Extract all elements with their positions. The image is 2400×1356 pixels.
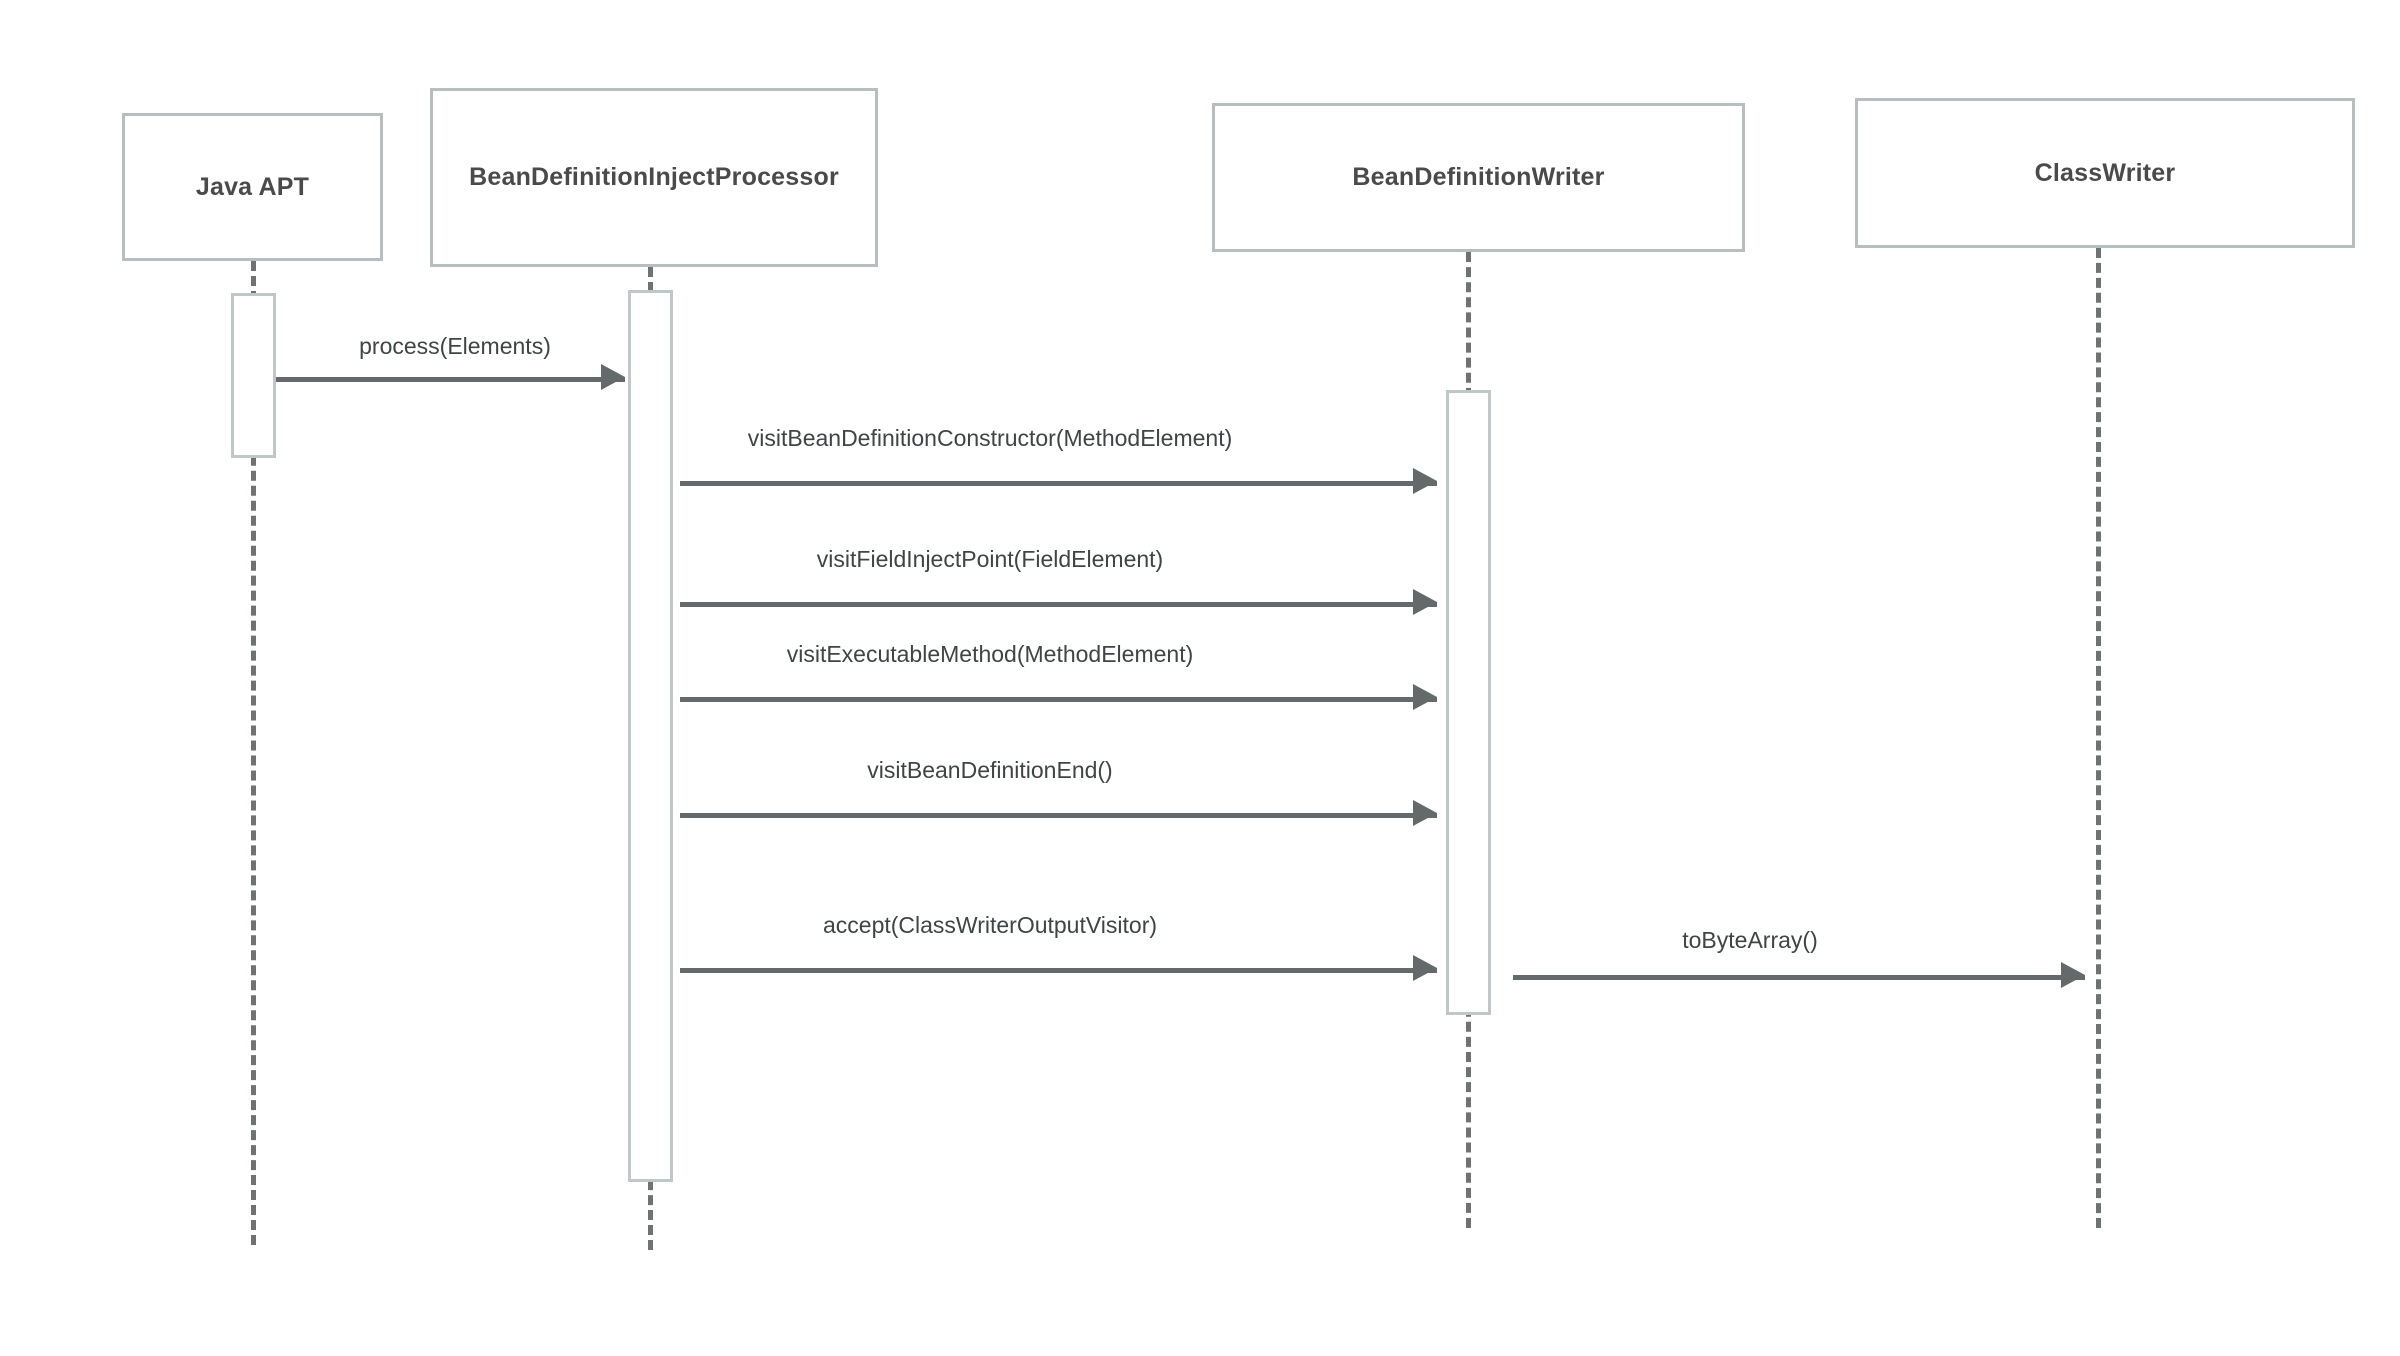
message-arrowhead-accept [1413, 955, 1437, 981]
message-line-visit-bean-definition-constructor [680, 481, 1437, 486]
message-label-process: process(Elements) [359, 333, 551, 359]
activation-java-apt [231, 293, 276, 458]
lifeline-java-apt [251, 261, 256, 1245]
message-line-visit-bean-definition-end [680, 813, 1437, 818]
message-arrowhead-visit-bean-definition-constructor [1413, 468, 1437, 494]
participant-label-class-writer: ClassWriter [2034, 158, 2176, 187]
message-line-visit-field-inject-point [680, 602, 1437, 607]
message-line-visit-executable-method [680, 697, 1437, 702]
participant-box-class-writer[interactable]: ClassWriter [1855, 98, 2355, 248]
message-line-process [276, 377, 625, 382]
message-label-accept: accept(ClassWriterOutputVisitor) [822, 912, 1158, 938]
message-label-visit-bean-definition-end: visitBeanDefinitionEnd() [867, 757, 1113, 783]
message-arrowhead-process [601, 364, 625, 390]
lifeline-class-writer [2096, 248, 2101, 1228]
message-arrowhead-visit-field-inject-point [1413, 589, 1437, 615]
message-label-visit-executable-method: visitExecutableMethod(MethodElement) [786, 641, 1194, 667]
message-label-visit-field-inject-point: visitFieldInjectPoint(FieldElement) [816, 546, 1164, 572]
participant-box-bean-definition-writer[interactable]: BeanDefinitionWriter [1212, 103, 1745, 252]
message-line-accept [680, 968, 1437, 973]
activation-bean-definition-inject-processor [628, 290, 673, 1182]
participant-label-bean-definition-inject-processor: BeanDefinitionInjectProcessor [469, 163, 839, 191]
participant-box-bean-definition-inject-processor[interactable]: BeanDefinitionInjectProcessor [430, 88, 878, 267]
message-line-to-byte-array [1513, 975, 2085, 980]
participant-box-java-apt[interactable]: Java APT [122, 113, 383, 261]
message-arrowhead-to-byte-array [2061, 962, 2085, 988]
participant-label-java-apt: Java APT [195, 172, 310, 201]
message-label-to-byte-array: toByteArray() [1682, 927, 1818, 953]
message-arrowhead-visit-bean-definition-end [1413, 800, 1437, 826]
activation-bean-definition-writer [1446, 390, 1491, 1015]
participant-label-bean-definition-writer: BeanDefinitionWriter [1352, 163, 1605, 191]
message-arrowhead-visit-executable-method [1413, 684, 1437, 710]
message-label-visit-bean-definition-constructor: visitBeanDefinitionConstructor(MethodEle… [747, 425, 1233, 451]
